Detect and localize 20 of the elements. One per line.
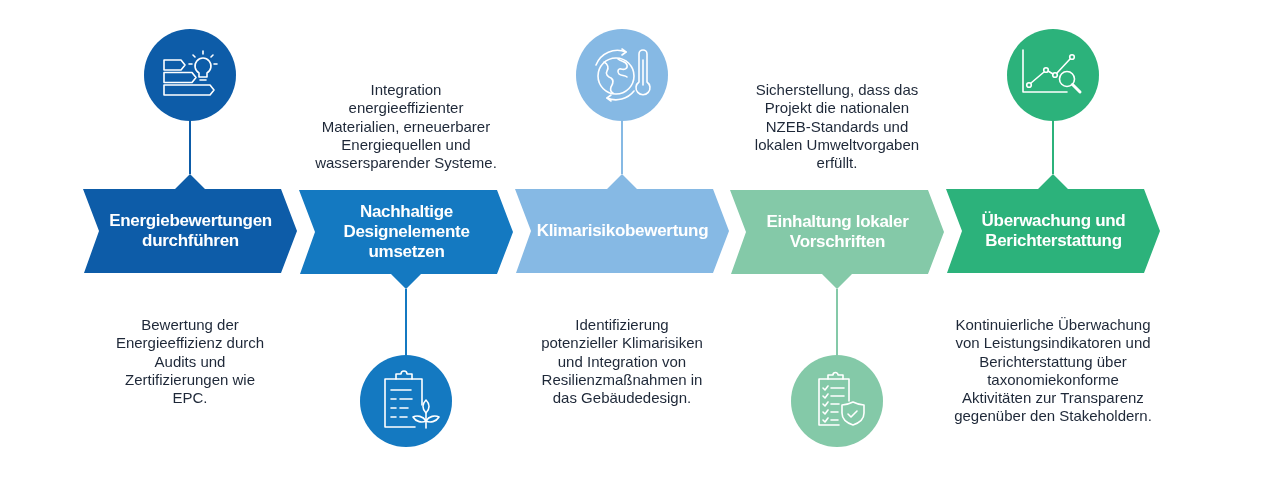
step-title: Energiebewertungen durchführen bbox=[108, 211, 273, 251]
chevron-step bbox=[83, 174, 297, 273]
connector-line bbox=[405, 288, 407, 356]
chevron-step bbox=[299, 190, 513, 289]
connector-line bbox=[1052, 120, 1054, 175]
step-description: Sicherstellung, dass das Projekt die nationalen NZEB-Standards und lokalen Umweltvorgaben erfüllt. bbox=[753, 81, 921, 173]
step-title: Einhaltung lokaler Vorschriften bbox=[765, 212, 910, 252]
step-title: Klimarisikobewertung bbox=[536, 221, 709, 241]
step-title: Nachhaltige Designelemente umsetzen bbox=[342, 202, 471, 262]
step-description: Bewertung der Energieeffizienz durch Audits und Zertifizierungen wie EPC. bbox=[114, 316, 266, 408]
step-title: Überwachung und Berichterstattung bbox=[980, 211, 1127, 251]
chevron-step bbox=[946, 174, 1160, 273]
chevron-step bbox=[730, 190, 944, 289]
connector-line bbox=[621, 120, 623, 175]
step-description: Integration energieeffizienter Materialien, erneuerbarer Energiequellen und wassersparender Systeme. bbox=[314, 81, 498, 173]
step-description: Identifizierung potenzieller Klimarisiken und Integration von Resilienzmaßnahmen in das Gebäudedesign. bbox=[540, 316, 704, 408]
chevron-step bbox=[515, 174, 729, 273]
connector-line bbox=[836, 288, 838, 356]
connector-line bbox=[189, 120, 191, 175]
step-description: Kontinuierliche Überwachung von Leistungsindikatoren und Berichterstattung über taxonomiekonforme Aktivitäten zur Transparenz gegenüber den Stakeholdern. bbox=[953, 316, 1153, 426]
